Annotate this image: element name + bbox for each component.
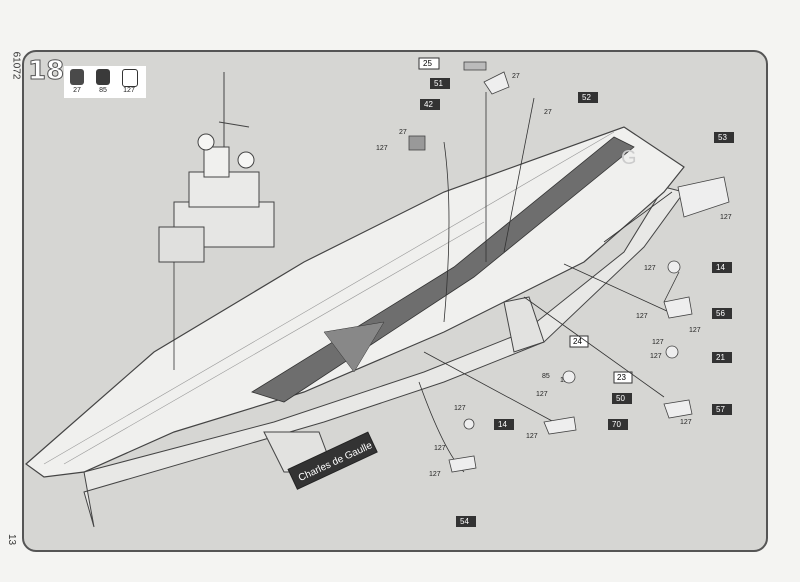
paint-callout: 127 xyxy=(526,433,538,440)
paint-code: 27 xyxy=(73,87,81,94)
part-callout: 23 xyxy=(617,373,626,382)
paint-callout: 127 xyxy=(376,145,388,152)
assembly-drawing: G Charles de Gaulle 25 51 52 xyxy=(25,57,734,528)
deck-marking: G xyxy=(621,147,637,169)
paint-callout: 127 xyxy=(429,471,441,478)
paint-callout: 27 xyxy=(512,73,520,80)
paint-callout: 127 xyxy=(536,391,548,398)
paint-code: 85 xyxy=(99,87,107,94)
part-callout: 24 xyxy=(573,337,582,346)
part-callouts: 25 51 52 42 53 14 56 24 23 21 50 57 70 xyxy=(418,57,734,527)
display-stand xyxy=(503,296,545,353)
part-callout: 21 xyxy=(716,353,725,362)
paint-pot-icon xyxy=(70,69,84,85)
deck-line xyxy=(63,221,485,465)
part-callout: 51 xyxy=(434,79,443,88)
page-number: 13 xyxy=(6,533,18,546)
paint-callout: 127 xyxy=(652,339,664,346)
paint-callout: 127 xyxy=(454,405,466,412)
deck-line xyxy=(43,131,615,465)
paint-callout: 127 xyxy=(650,353,662,360)
deck-hatch xyxy=(323,321,385,373)
part-callout: 56 xyxy=(716,309,725,318)
part-callout: 50 xyxy=(616,394,625,403)
part-callout: 42 xyxy=(424,100,433,109)
paint-callout: 127 xyxy=(689,327,701,334)
paint-callout: 127 xyxy=(434,445,446,452)
part-callout: 52 xyxy=(582,93,591,102)
paint-callout: 27 xyxy=(544,109,552,116)
paint-callout: 127 xyxy=(680,419,692,426)
part-callout: 14 xyxy=(498,420,507,429)
part-callout: 14 xyxy=(716,263,725,272)
part-callout: 25 xyxy=(423,59,432,68)
small-parts xyxy=(408,61,730,473)
hull-side xyxy=(83,186,685,528)
part-callout: 54 xyxy=(460,517,469,526)
paint-legend: 27 85 127 xyxy=(64,66,146,98)
paint-pot-icon xyxy=(96,69,110,85)
step-number: 18 xyxy=(27,56,65,87)
part-callout: 70 xyxy=(612,420,621,429)
paint-callouts: 27 27 27 127 127 127 127 127 85 127 127 … xyxy=(376,73,732,478)
paint-callout: 127 xyxy=(644,265,656,272)
paint-pot-icon xyxy=(122,69,138,87)
paint-callout: 85 xyxy=(542,373,550,380)
paint-callout: 127 xyxy=(720,214,732,221)
paint-code: 127 xyxy=(123,87,135,94)
part-callout: 53 xyxy=(718,133,727,142)
island-superstructure xyxy=(158,72,275,263)
paint-callout: 27 xyxy=(399,129,407,136)
part-callout: 57 xyxy=(716,405,725,414)
catalog-number: 61072 xyxy=(10,51,22,80)
paint-callout: 127 xyxy=(636,313,648,320)
instruction-panel: 18 27 85 127 G xyxy=(22,50,768,552)
